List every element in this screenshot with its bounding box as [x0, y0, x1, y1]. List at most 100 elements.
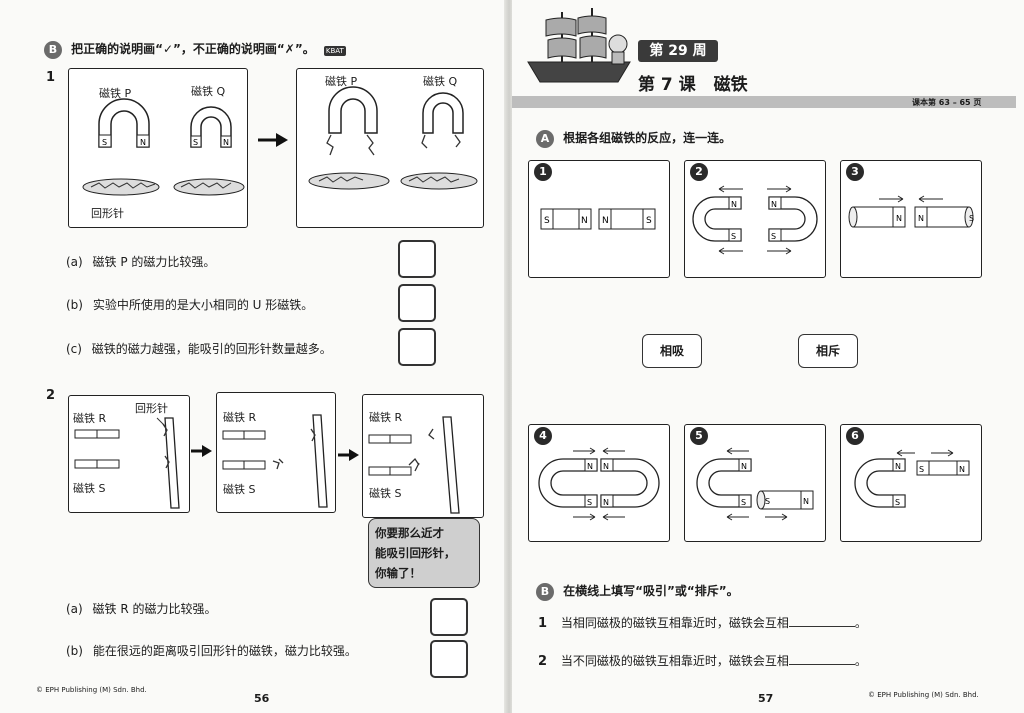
svg-text:S: S [771, 232, 776, 241]
svg-text:N: N [896, 214, 902, 223]
u-and-cylinder-magnets: N S S N [696, 447, 814, 521]
magnet-q-label-after: 磁铁 Q [423, 75, 458, 88]
right-page: 第 29 周 第 7 课 磁铁 课本第 63 – 65 页 A 根据各组磁铁的反… [512, 0, 1024, 713]
bar-magnets-illustration-2 [222, 414, 328, 508]
item-number-6: 6 [846, 427, 864, 445]
svg-text:N: N [602, 216, 609, 226]
item-number-4: 4 [534, 427, 552, 445]
arrow-right-icon [191, 445, 212, 457]
fill-question-text: 当不同磁极的磁铁互相靠近时，磁铁会互相 [560, 654, 789, 668]
speech-line: 能吸引回形针， [375, 546, 456, 560]
statement-text: 磁铁 R 的磁力比较强。 [92, 602, 217, 616]
q1b-answer-box[interactable] [398, 284, 436, 322]
item-number-3: 3 [846, 163, 864, 181]
fill-question-end: 。 [854, 616, 867, 630]
q1c-answer-box[interactable] [398, 328, 436, 366]
statement-label: (a) [66, 255, 83, 269]
kbat-badge: KBAT [323, 46, 346, 56]
q2-panel-1: 磁铁 R 回形针 磁铁 S [68, 395, 190, 513]
q2-statement-a: (a) 磁铁 R 的磁力比较强。 [66, 600, 217, 617]
q2-statement-b: (b) 能在很远的距离吸引回形针的磁铁，磁力比较强。 [66, 642, 357, 659]
paperclips-label: 回形针 [135, 402, 168, 415]
section-b2-icon: B [536, 583, 554, 601]
magnet-r-label: 磁铁 R [223, 411, 257, 424]
textbook-reference: 课本第 63 – 65 页 [912, 98, 982, 107]
svg-text:S: S [741, 498, 746, 507]
magnet-pair-2: N S N S [684, 160, 826, 278]
svg-text:S: S [587, 498, 592, 507]
magnet-q-label: 磁铁 Q [191, 85, 226, 98]
svg-text:N: N [803, 497, 809, 506]
magnet-r-label: 磁铁 R [369, 411, 403, 424]
speech-bubble: 你要那么近才 能吸引回形针， 你输了！ [368, 518, 480, 588]
question-2-number: 2 [46, 388, 56, 403]
lesson-topic: 磁铁 [713, 75, 748, 95]
magnet-p-label: 磁铁 P [99, 87, 132, 100]
magnet-r-label: 磁铁 R [73, 412, 107, 425]
q1-after-panel: 磁铁 P 磁铁 Q [296, 68, 484, 228]
arrow-right-icon [258, 133, 288, 147]
week-badge: 第 29 周 [638, 40, 718, 62]
section-b-header: B 把正确的说明画“✓”，不正确的说明画“✗”。 KBAT [44, 38, 346, 59]
statement-label: (b) [66, 644, 83, 658]
statement-text: 能在很远的距离吸引回形针的磁铁，磁力比较强。 [92, 644, 357, 658]
svg-text:S: S [731, 232, 736, 241]
q1a-answer-box[interactable] [398, 240, 436, 278]
cylinder-magnets: N N S [848, 195, 974, 228]
q2a-answer-box[interactable] [430, 598, 468, 636]
svg-text:N: N [603, 498, 609, 507]
arrow-right-icon [338, 449, 359, 461]
item-number-2: 2 [690, 163, 708, 181]
speech-line: 你输了！ [375, 566, 421, 580]
page-number: 56 [254, 692, 270, 705]
magnet-s-label: 磁铁 S [369, 487, 402, 500]
lesson-number: 第 7 课 [638, 75, 696, 95]
svg-text:N: N [741, 462, 747, 471]
magnet-s-label: 磁铁 S [223, 483, 256, 496]
svg-text:N: N [895, 462, 901, 471]
q2-panel-3: 磁铁 R 磁铁 S [362, 394, 484, 518]
statement-label: (b) [66, 298, 83, 312]
word-attract[interactable]: 相吸 [642, 334, 702, 368]
magnet-pair-5: N S S N [684, 424, 826, 542]
section-b-icon: B [44, 41, 62, 59]
section-b-instruction: 把正确的说明画“✓”，不正确的说明画“✗”。 [71, 42, 315, 56]
svg-text:N: N [731, 200, 737, 209]
statement-text: 实验中所使用的是大小相同的 U 形磁铁。 [92, 298, 314, 312]
svg-text:S: S [544, 216, 550, 226]
answer-blank-1[interactable] [788, 614, 855, 627]
u-magnets-facing: N S N S [692, 185, 818, 255]
svg-text:N: N [581, 216, 588, 226]
pirate-ship-icon [527, 8, 631, 83]
section-a-header: A 根据各组磁铁的反应，连一连。 [536, 127, 731, 148]
svg-text:N: N [140, 138, 146, 147]
question-1-number: 1 [46, 70, 56, 85]
statement-label: (a) [66, 602, 83, 616]
bar-magnets-illustration [74, 417, 180, 509]
svg-text:N: N [771, 200, 777, 209]
u-magnets-with-clips [308, 86, 478, 190]
fill-question-end: 。 [854, 654, 867, 668]
magnet-s-label: 磁铁 S [73, 482, 106, 495]
svg-text:S: S [102, 138, 107, 147]
fill-question-number: 2 [538, 654, 548, 669]
section-a-icon: A [536, 130, 554, 148]
svg-text:S: S [765, 497, 770, 506]
section-a-instruction: 根据各组磁铁的反应，连一连。 [563, 131, 732, 145]
word-repel[interactable]: 相斥 [798, 334, 858, 368]
item-number-1: 1 [534, 163, 552, 181]
q2b-answer-box[interactable] [430, 640, 468, 678]
svg-text:S: S [193, 138, 198, 147]
q1-statement-c: (c) 磁铁的磁力越强，能吸引的回形针数量越多。 [66, 340, 332, 357]
fill-question-text: 当相同磁极的磁铁互相靠近时，磁铁会互相 [560, 616, 789, 630]
u-magnets-pair-4: NS NN [538, 447, 660, 521]
answer-blank-2[interactable] [788, 652, 855, 665]
section-b2-header: B 在横线上填写“吸引”或“排斥”。 [536, 580, 739, 601]
fill-question-2: 2 当不同磁极的磁铁互相靠近时，磁铁会互相 。 [538, 652, 867, 669]
svg-text:N: N [587, 462, 593, 471]
